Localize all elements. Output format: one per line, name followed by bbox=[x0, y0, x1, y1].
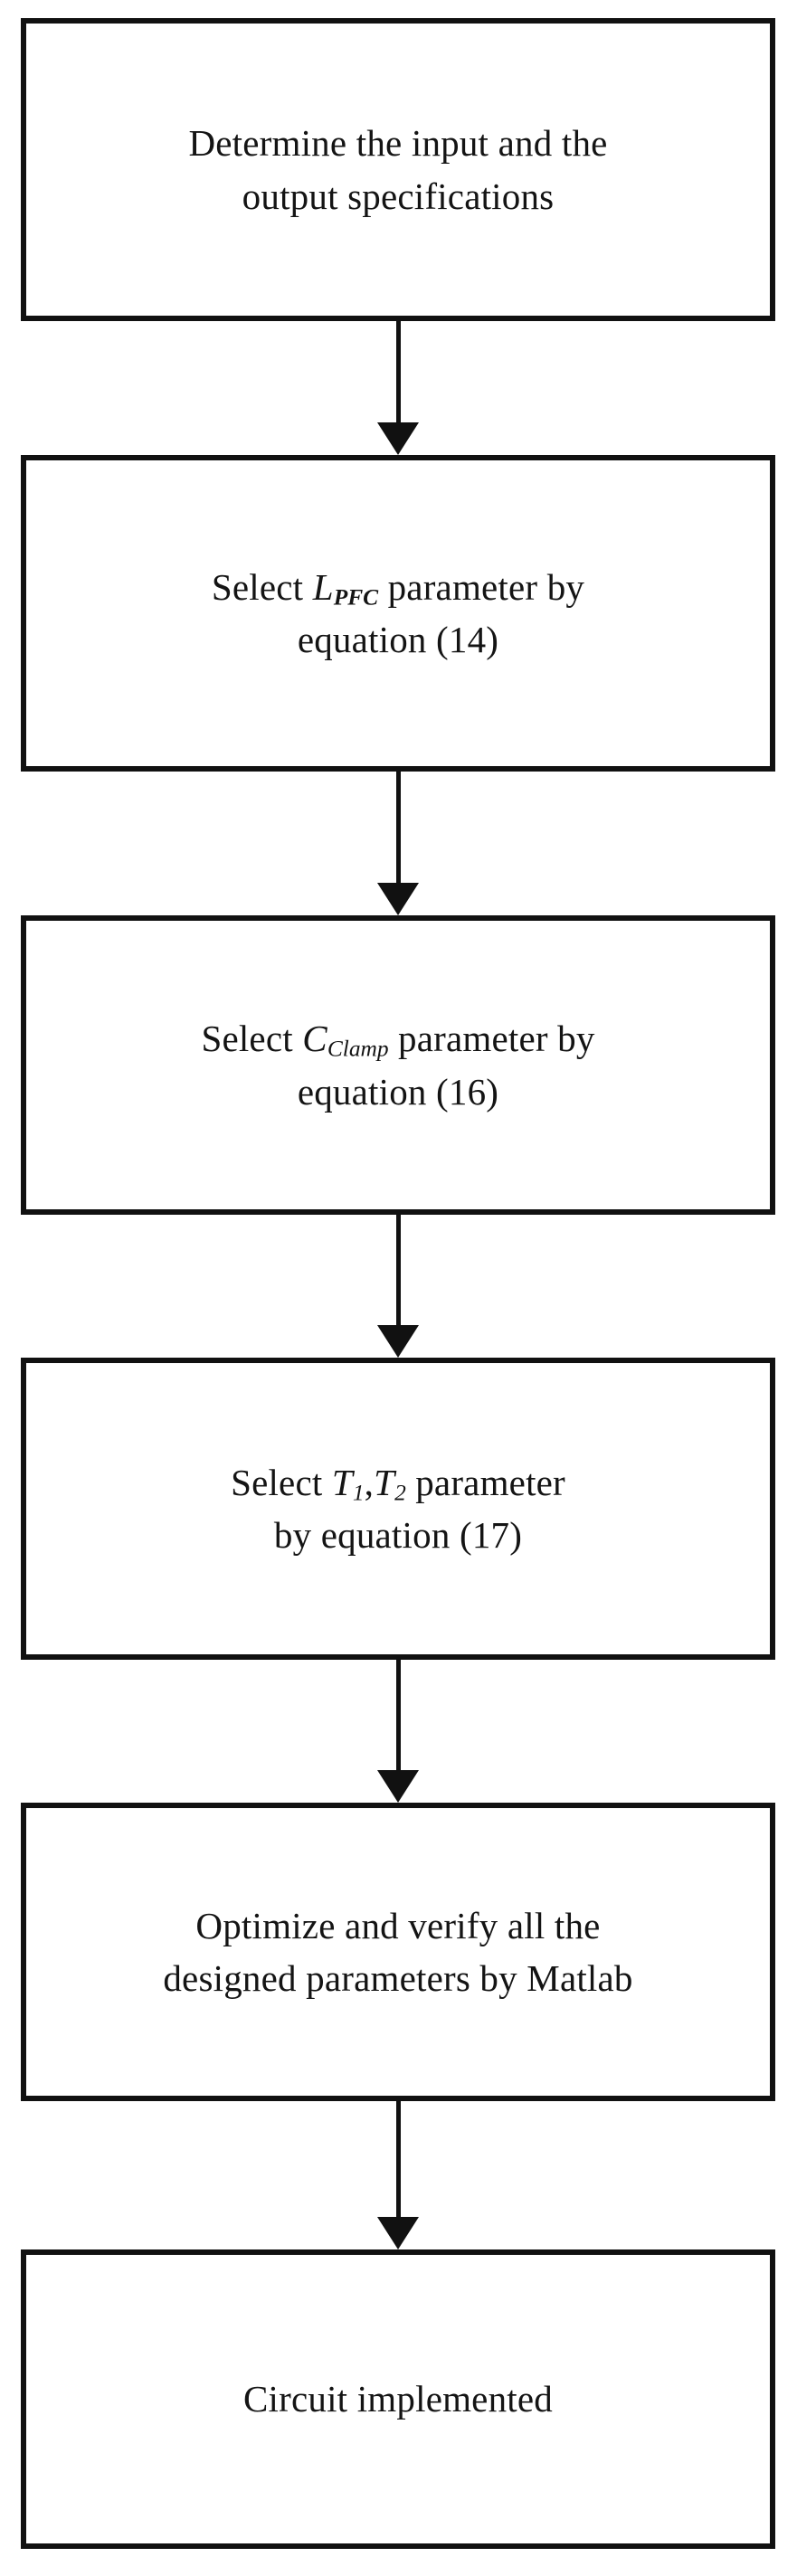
symbol-c: C bbox=[302, 1018, 327, 1060]
subscript-1: 1 bbox=[352, 1480, 365, 1506]
flowchart-arrow-4 bbox=[377, 1660, 419, 1803]
node-6-label: Circuit implemented bbox=[243, 2378, 553, 2420]
flowchart-node-circuit-implemented: Circuit implemented bbox=[21, 2249, 775, 2549]
symbol-t1: T bbox=[331, 1461, 353, 1503]
flowchart-arrow-5 bbox=[377, 2101, 419, 2249]
arrow-stem bbox=[396, 1215, 401, 1325]
down-arrow-icon bbox=[377, 883, 419, 915]
arrow-stem bbox=[396, 772, 401, 883]
down-arrow-icon bbox=[377, 2217, 419, 2249]
arrow-stem bbox=[396, 1660, 401, 1770]
subscript-pfc: PFC bbox=[333, 584, 379, 611]
flowchart-arrow-2 bbox=[377, 772, 419, 915]
arrow-stem bbox=[396, 321, 401, 422]
flowchart-arrow-1 bbox=[377, 321, 419, 455]
symbol-separator: , bbox=[364, 1461, 375, 1503]
down-arrow-icon bbox=[377, 422, 419, 455]
symbol-t2: T bbox=[374, 1461, 395, 1503]
arrow-stem bbox=[396, 2101, 401, 2217]
subscript-2: 2 bbox=[394, 1480, 406, 1506]
flowchart-arrow-3 bbox=[377, 1215, 419, 1358]
symbol-l: L bbox=[312, 565, 334, 608]
down-arrow-icon bbox=[377, 1770, 419, 1803]
subscript-clamp: Clamp bbox=[327, 1036, 389, 1062]
down-arrow-icon bbox=[377, 1325, 419, 1358]
